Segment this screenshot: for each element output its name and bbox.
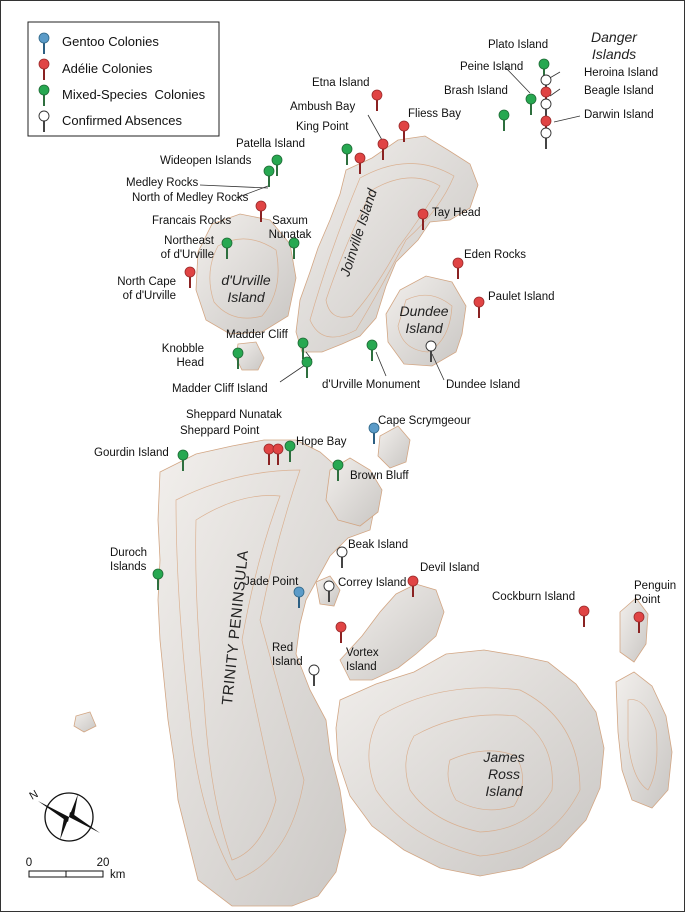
- region-label-jamesross-2: Ross: [488, 766, 520, 782]
- site-label-ambush: Ambush Bay: [290, 101, 355, 113]
- site-label-francais: Francais Rocks: [152, 215, 231, 227]
- legend: Gentoo Colonies Adélie Colonies Mixed-Sp…: [27, 21, 220, 137]
- site-label-devil: Devil Island: [420, 562, 479, 574]
- vortex-island-shape: [339, 583, 445, 681]
- region-label-durville-1: d'Urville: [221, 272, 271, 288]
- scale-segment-1: [28, 870, 67, 878]
- site-label-red-2: Island: [272, 656, 303, 668]
- compass-needle-west: [60, 817, 69, 840]
- site-label-northeast-1: Northeast: [164, 235, 215, 247]
- compass-needle-south: [69, 812, 100, 833]
- site-label-brownbluff: Brown Bluff: [350, 470, 409, 482]
- region-label-jamesross-3: Island: [485, 783, 524, 799]
- small-islet-shape: [73, 711, 97, 733]
- site-label-maddercliff: Madder Cliff: [226, 329, 289, 341]
- site-label-vortex-2: Island: [346, 661, 377, 673]
- site-label-cockburn: Cockburn Island: [492, 591, 575, 603]
- site-label-medley: Medley Rocks: [126, 177, 198, 189]
- legend-item-mixed: Mixed-Species Colonies: [38, 84, 206, 107]
- region-label-dundee-1: Dundee: [399, 303, 448, 319]
- site-label-tay: Tay Head: [432, 207, 481, 219]
- compass-ring: [44, 792, 94, 842]
- site-label-etna: Etna Island: [312, 77, 370, 89]
- contour-layer: [175, 163, 658, 881]
- site-label-plato: Plato Island: [488, 39, 548, 51]
- site-label-king: King Point: [296, 121, 349, 133]
- compass-needle-east: [69, 794, 78, 817]
- legend-gentoo-label: Gentoo Colonies: [62, 34, 159, 49]
- site-label-saxum-1: Saxum: [272, 215, 308, 227]
- legend-box: [27, 21, 220, 137]
- site-labels: Plato Island Heroina Island Peine Island…: [94, 39, 676, 673]
- site-label-dundeeisland: Dundee Island: [446, 379, 520, 391]
- site-label-brash: Brash Island: [444, 85, 508, 97]
- site-label-northeast-2: of d'Urville: [161, 249, 214, 261]
- site-label-northmedley: North of Medley Rocks: [132, 192, 249, 204]
- scale-zero: 0: [26, 857, 32, 869]
- site-label-fliess: Fliess Bay: [408, 108, 461, 120]
- site-label-saxum-2: Nunatak: [269, 229, 312, 241]
- site-label-peine: Peine Island: [460, 61, 523, 73]
- site-label-vortex-1: Vortex: [346, 647, 379, 659]
- site-label-knobble-2: Head: [177, 357, 205, 369]
- site-label-sheppardnunatak: Sheppard Nunatak: [186, 409, 282, 421]
- site-label-duroch-1: Duroch: [110, 547, 147, 559]
- leader-lines: [199, 67, 581, 383]
- site-label-durvillemonument: d'Urville Monument: [322, 379, 421, 391]
- site-label-beak: Beak Island: [348, 539, 408, 551]
- cape-scrymgeour-shape: [377, 425, 411, 469]
- legend-mixed-label: Mixed-Species Colonies: [62, 87, 206, 102]
- site-label-maddercliffisland: Madder Cliff Island: [172, 383, 268, 395]
- region-label-danger-2: Islands: [592, 46, 636, 62]
- site-label-capescrymgeour: Cape Scrymgeour: [378, 415, 471, 427]
- legend-absence-label: Confirmed Absences: [62, 113, 182, 128]
- site-label-patella: Patella Island: [236, 138, 305, 150]
- site-label-penguin-1: Penguin: [634, 580, 676, 592]
- legend-item-adelie: Adélie Colonies: [38, 58, 153, 81]
- site-label-gourdin: Gourdin Island: [94, 447, 169, 459]
- scale-bar: 0 20 km: [26, 857, 126, 881]
- joinville-island-shape: [295, 135, 479, 353]
- site-label-correy: Correy Island: [338, 577, 406, 589]
- site-label-darwin: Darwin Island: [584, 109, 654, 121]
- region-label-danger-1: Danger: [591, 29, 638, 45]
- east-island-shape: [615, 671, 673, 809]
- site-label-beagle: Beagle Island: [584, 85, 654, 97]
- site-label-edenrocks: Eden Rocks: [464, 249, 526, 261]
- site-label-northcape-1: North Cape: [117, 276, 176, 288]
- legend-item-absence: Confirmed Absences: [38, 110, 182, 133]
- site-label-penguin-2: Point: [634, 594, 661, 606]
- brown-bluff-shape: [325, 457, 383, 527]
- region-label-jamesross-1: James: [482, 749, 524, 765]
- site-label-jadepoint: Jade Point: [244, 576, 299, 588]
- site-label-heroina: Heroina Island: [584, 67, 658, 79]
- site-label-sheppardpoint: Sheppard Point: [180, 425, 260, 437]
- site-label-red-1: Red: [272, 642, 293, 654]
- compass-needle-north: [38, 801, 69, 822]
- region-label-durville-2: Island: [227, 289, 266, 305]
- site-label-knobble-1: Knobble: [162, 343, 204, 355]
- scale-segment-2: [65, 870, 104, 878]
- scale-twenty: 20: [97, 857, 110, 869]
- site-label-paulet: Paulet Island: [488, 291, 555, 303]
- scale-unit: km: [110, 869, 125, 881]
- site-label-hopebay: Hope Bay: [296, 436, 347, 448]
- site-label-duroch-2: Islands: [110, 561, 147, 573]
- legend-adelie-label: Adélie Colonies: [62, 61, 153, 76]
- site-label-northcape-2: of d'Urville: [123, 290, 176, 302]
- durville-island-shape: [195, 213, 297, 335]
- legend-item-gentoo: Gentoo Colonies: [38, 32, 159, 55]
- region-label-dundee-2: Island: [405, 320, 444, 336]
- site-label-wideopen: Wideopen Islands: [160, 155, 252, 167]
